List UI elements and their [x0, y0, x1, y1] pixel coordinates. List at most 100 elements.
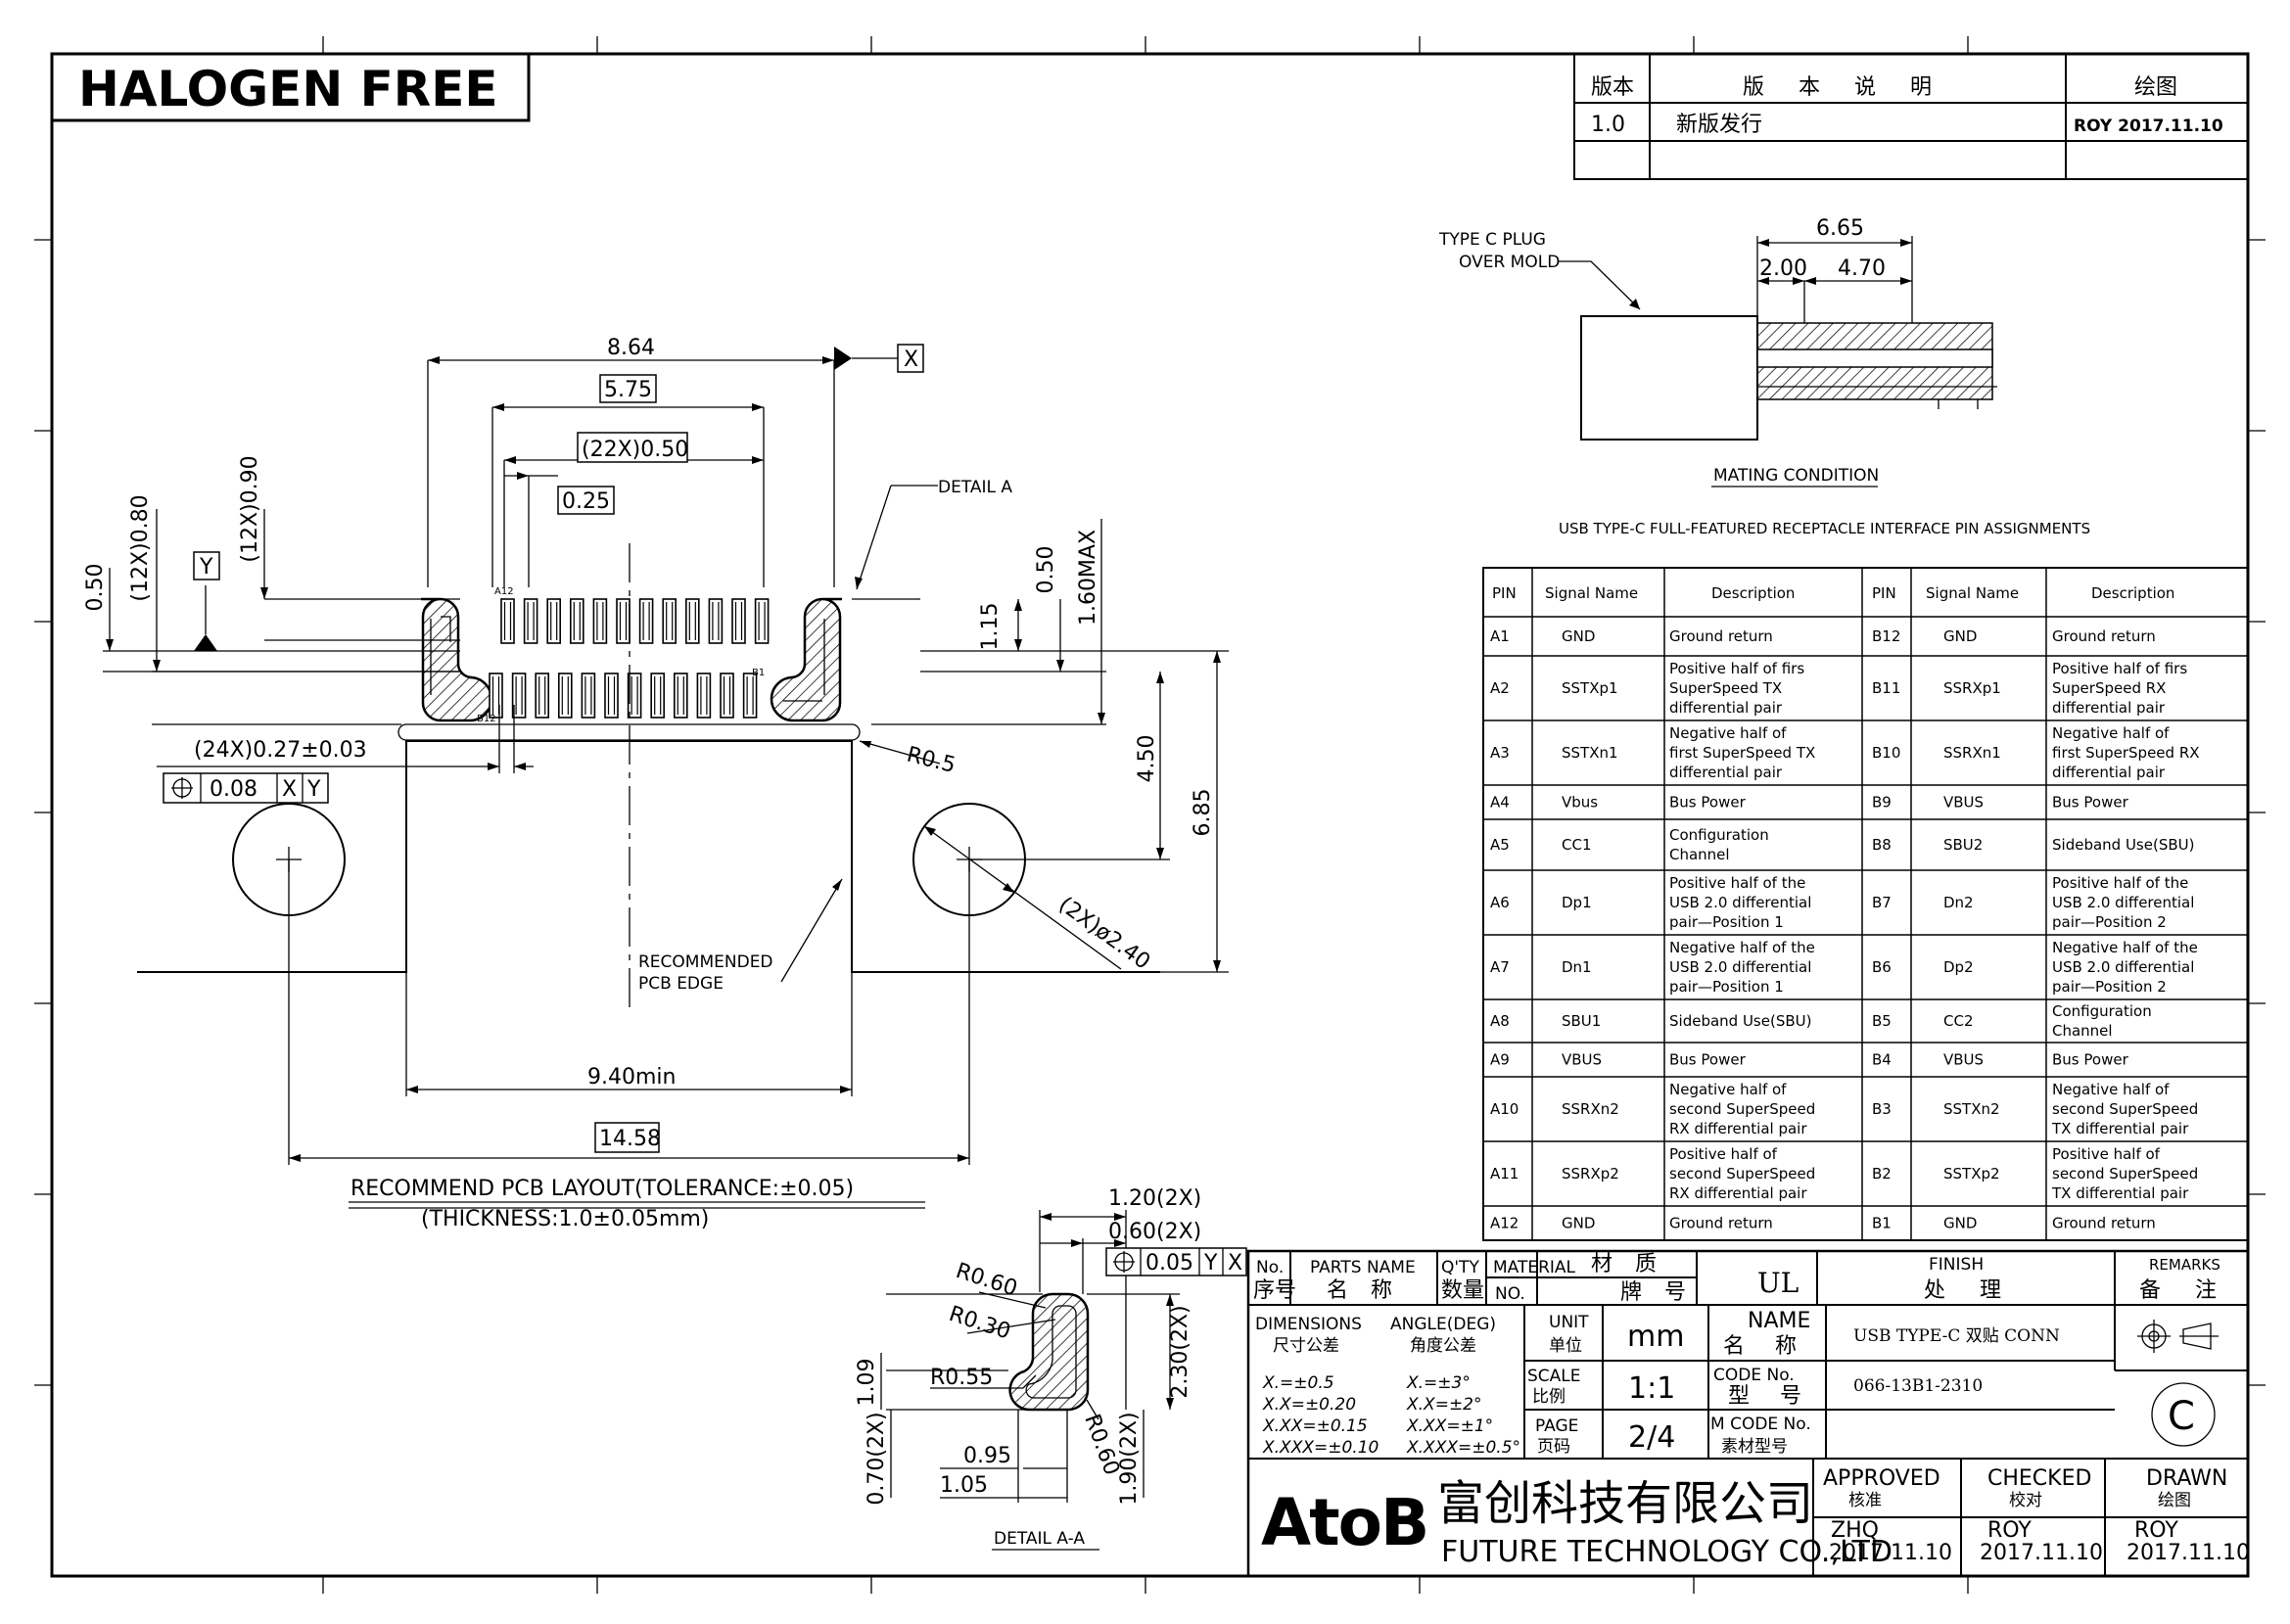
datum-x-label: X: [904, 348, 918, 372]
pin-description-line: Ground return: [1669, 627, 1773, 645]
pin-description-line: Bus Power: [1669, 794, 1747, 812]
signal-pad-bottom: [604, 673, 619, 719]
tb-finish-cn: 处 理: [1924, 1278, 2015, 1303]
pin-cell: B10: [1872, 744, 1900, 762]
tb-finish: FINISH: [1929, 1255, 1984, 1275]
pin-table-header: Description: [2091, 584, 2174, 602]
signal-pad-bottom: [650, 673, 666, 719]
pin-description-line: Negative half of: [2052, 724, 2170, 742]
rev-header-version: 版本: [1591, 75, 1634, 100]
pin-cell: SSTXp2: [1943, 1165, 2000, 1183]
detail-r0-55: R0.55: [930, 1366, 993, 1390]
pin-cell: SBU2: [1943, 836, 1983, 854]
signal-pad-top: [616, 598, 631, 644]
tb-drawn-cn: 绘图: [2158, 1491, 2191, 1510]
tb-mcode-cn: 素材型号: [1721, 1437, 1788, 1457]
detail-r0-60: R0.60: [953, 1259, 1020, 1302]
pin-table-header: Signal Name: [1545, 584, 1638, 602]
dim-0-50-right: 0.50: [1034, 546, 1058, 594]
sheet-border: [50, 52, 2250, 1578]
pin-cell: A7: [1490, 958, 1510, 976]
pin-table-header: Description: [1711, 584, 1795, 602]
tb-qty-cn: 数量: [1441, 1278, 1484, 1303]
pin-table-header: PIN: [1872, 584, 1896, 602]
tb-approved-cn: 核准: [1848, 1491, 1882, 1510]
pin-description-line: Channel: [2052, 1022, 2113, 1040]
position-tolerance-frame: [163, 772, 329, 804]
tb-checked-date: 2017.11.10: [1980, 1541, 2103, 1565]
pin-cell: A1: [1490, 627, 1510, 645]
detail-fcf-datum-x: X: [1228, 1251, 1242, 1276]
pin-cell: CC2: [1943, 1012, 1974, 1030]
pin-table-title: USB TYPE-C FULL-FEATURED RECEPTACLE INTE…: [1559, 520, 2090, 537]
detail-dim-0-70: 0.70(2X): [865, 1412, 889, 1505]
pin-cell: Vbus: [1562, 794, 1598, 812]
detail-a-label: DETAIL A: [938, 478, 1012, 497]
tb-approved: APPROVED: [1823, 1466, 1940, 1491]
tb-angle-cn: 角度公差: [1410, 1336, 1476, 1356]
tb-name-val: USB TYPE-C 双贴 CONN: [1853, 1326, 2060, 1346]
pin-cell: A4: [1490, 794, 1510, 812]
signal-pad-bottom: [557, 673, 573, 719]
tb-page-cn: 页码: [1537, 1437, 1570, 1457]
tb-unit: UNIT: [1549, 1313, 1589, 1332]
signal-pad-bottom: [720, 673, 734, 719]
mating-condition-view: TYPE C PLUG OVER MOLD 6.65 2.00 4.70 MAT…: [1438, 216, 1997, 487]
ground-pad-right: [770, 597, 842, 722]
signal-pad-top: [569, 598, 584, 644]
pin-table-header: Signal Name: [1926, 584, 2019, 602]
pin-cell: A9: [1490, 1051, 1510, 1069]
dim-8-64: 8.64: [607, 336, 655, 360]
revision-table: 版本 版 本 说 明 绘图 1.0 新版发行 ROY 2017.11.10: [1573, 53, 2249, 180]
pin-cell: CC1: [1562, 836, 1592, 854]
dim-5-75: 5.75: [604, 378, 652, 402]
pin-cell: GND: [1562, 627, 1595, 645]
tb-checked-cn: 校对: [2009, 1491, 2042, 1510]
tb-qty: Q'TY: [1441, 1258, 1479, 1277]
pin-cell: SSRXn2: [1562, 1100, 1619, 1118]
pin-description-line: Positive half of firs: [1669, 660, 1804, 677]
rev-row-description: 新版发行: [1676, 113, 1762, 137]
tb-approved-by: ZHQ: [1831, 1518, 1879, 1543]
pin-cell: Dp2: [1943, 958, 1974, 976]
pcb-edge-label-2: PCB EDGE: [638, 974, 724, 994]
mating-dim-b: 4.70: [1838, 256, 1886, 281]
pin-cell: SSTXn1: [1562, 744, 1618, 762]
pin-description-line: Negative half of: [1669, 724, 1787, 742]
pin-description-line: Ground return: [2052, 627, 2156, 645]
detail-dim-1-09: 1.09: [855, 1359, 879, 1407]
tb-code-cn: 型 号: [1728, 1384, 1813, 1409]
tb-drawn-by: ROY: [2134, 1518, 2178, 1543]
tb-parts-name: PARTS NAME: [1310, 1258, 1416, 1277]
dim-6-85: 6.85: [1191, 789, 1215, 837]
tb-ul: UL: [1757, 1267, 1799, 1299]
pin-description-line: Negative half of the: [2052, 939, 2198, 956]
signal-pad-bottom: [742, 673, 758, 719]
pin-description-line: TX differential pair: [2051, 1184, 2189, 1202]
dim-1-60max: 1.60MAX: [1076, 530, 1100, 626]
dim-0-50-left: 0.50: [83, 564, 108, 612]
tb-scale-val: 1:1: [1628, 1371, 1675, 1406]
tb-checked: CHECKED: [1987, 1466, 2091, 1491]
pin-description-line: first SuperSpeed RX: [2052, 744, 2200, 762]
detail-dim-0-60: 0.60(2X): [1108, 1220, 1201, 1244]
pin-description-line: USB 2.0 differential: [2052, 894, 2194, 911]
pin-description-line: Positive half of firs: [2052, 660, 2187, 677]
detail-fcf-datum-y: Y: [1203, 1251, 1218, 1276]
pin-cell: B3: [1872, 1100, 1892, 1118]
tb-copyright: C: [2168, 1394, 2195, 1439]
detail-tolerance-frame: [1105, 1247, 1247, 1276]
pin-cell: Dn2: [1943, 894, 1974, 911]
tb-drawn: DRAWN: [2146, 1466, 2227, 1491]
pin-description-line: TX differential pair: [2051, 1120, 2189, 1137]
bottom-pad-row: [489, 673, 758, 719]
tb-code-val: 066-13B1-2310: [1853, 1376, 1983, 1396]
pin-description-line: pair—Position 1: [1669, 913, 1784, 931]
pin-cell: B6: [1872, 958, 1892, 976]
halogen-free-badge: [50, 52, 531, 122]
pin-cell: B4: [1872, 1051, 1892, 1069]
radius-0-5: R0.5: [905, 743, 958, 778]
